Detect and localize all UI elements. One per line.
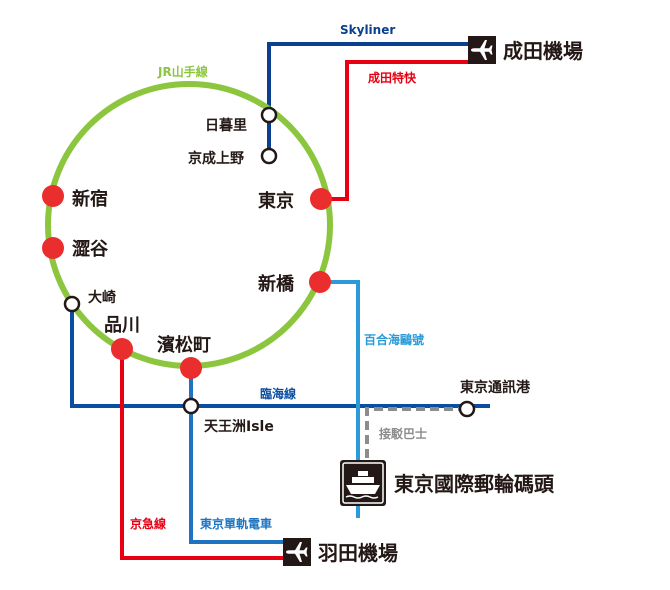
yurikamome-label: 百合海鷗號 (364, 332, 424, 347)
station-hamamatsucho-label: 濱松町 (157, 334, 211, 356)
airplane-icon (283, 538, 311, 566)
station-nippori-label: 日暮里 (205, 117, 247, 134)
yamanote-label: JR山手線 (157, 64, 208, 79)
shuttle-bus-line (365, 407, 467, 460)
ship-icon (340, 460, 386, 506)
station-tokyo-teleport-marker[interactable] (458, 400, 476, 418)
station-tennozu-label: 天王洲Isle (204, 419, 274, 435)
station-shinbashi-label: 新橋 (258, 273, 295, 295)
airplane-icon (468, 36, 496, 64)
keikyu-label: 京急線 (130, 516, 166, 531)
station-shibuya-label: 澀谷 (72, 239, 109, 260)
station-shinagawa-marker[interactable] (111, 338, 133, 360)
cruise-terminal-label: 東京國際郵輪碼頭 (394, 472, 555, 496)
station-keisei-ueno-label: 京成上野 (188, 150, 244, 167)
monorail-label: 東京單軌電車 (200, 516, 272, 531)
station-shinagawa-label: 品川 (104, 315, 140, 336)
haneda-airport-label: 羽田機場 (318, 541, 398, 565)
station-nippori-marker[interactable] (260, 106, 278, 124)
narita-express-label: 成田特快 (368, 70, 417, 85)
station-tokyo-label: 東京 (258, 190, 294, 212)
station-osaki-label: 大崎 (88, 289, 116, 306)
station-keisei-ueno-marker[interactable] (260, 147, 278, 165)
yurikamome-line (320, 280, 360, 518)
station-hamamatsucho-marker[interactable] (180, 357, 202, 379)
skyliner-label: Skyliner (340, 23, 395, 37)
rinkai-line (70, 304, 490, 408)
narita-airport-label: 成田機場 (503, 39, 583, 63)
keikyu-line (120, 349, 285, 560)
station-osaki-marker[interactable] (63, 295, 81, 313)
yamanote-loop (45, 81, 333, 369)
station-tokyo-marker[interactable] (310, 188, 332, 210)
station-tennozu-marker[interactable] (182, 397, 200, 415)
monorail-line (189, 368, 285, 544)
bus-label: 接駁巴士 (379, 426, 427, 441)
station-shinjuku-marker[interactable] (42, 185, 64, 207)
station-shinbashi-marker[interactable] (309, 271, 331, 293)
station-shinjuku-label: 新宿 (72, 188, 108, 210)
station-shibuya-marker[interactable] (42, 237, 64, 259)
rinkai-label: 臨海線 (260, 386, 296, 401)
narita-express-line (321, 60, 470, 201)
station-tokyo-teleport-label: 東京通訊港 (460, 379, 531, 396)
